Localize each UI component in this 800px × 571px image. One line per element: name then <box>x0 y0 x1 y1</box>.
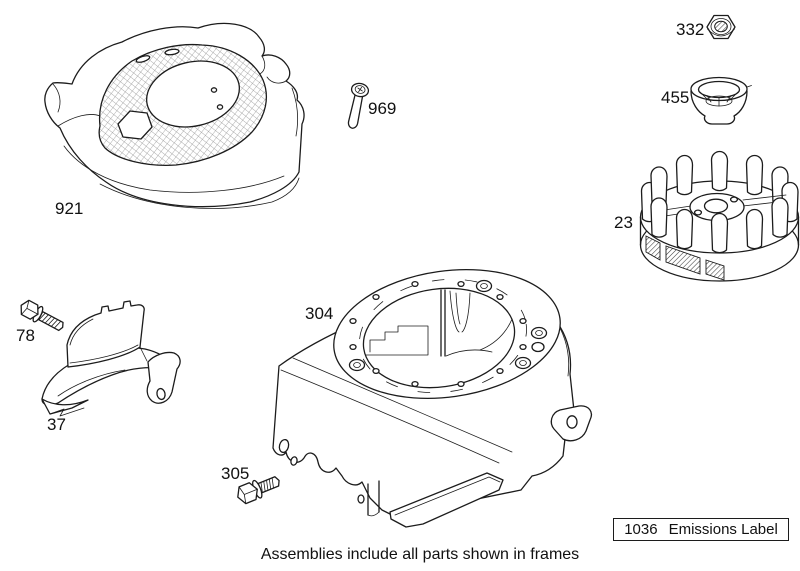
cover-oval-opening <box>145 60 241 128</box>
emissions-label-number: 1036 <box>624 521 658 538</box>
part-label-bolt-305: 305 <box>221 464 249 483</box>
part-blower-housing-illustration: 304 <box>272 268 593 528</box>
part-label-housing: 304 <box>305 304 333 323</box>
flywheel-magnet-patch <box>645 235 661 261</box>
part-engine-cover-illustration: 921 <box>44 22 305 218</box>
flywheel-magnet-patch <box>665 245 701 275</box>
part-label-guard: 37 <box>47 415 66 434</box>
part-label-bolt-78: 78 <box>16 326 35 345</box>
part-label-screw: 969 <box>368 99 396 118</box>
flywheel-magnet-patch <box>705 259 725 281</box>
flange-bosses <box>348 279 548 372</box>
part-flywheel-illustration: 23 <box>614 150 800 282</box>
flywheel-fins-front <box>650 197 789 254</box>
part-bolt-305-illustration <box>237 476 280 505</box>
part-guard-illustration: 37 <box>41 300 181 434</box>
emissions-label-text: Emissions Label <box>668 521 778 538</box>
part-label-nut: 332 <box>676 20 704 39</box>
housing-opening-interior <box>365 289 517 357</box>
housing-opening <box>362 287 516 389</box>
diagram-caption: Assemblies include all parts shown in fr… <box>260 546 580 563</box>
part-label-flywheel: 23 <box>614 213 633 232</box>
cover-hex-opening <box>117 110 153 140</box>
part-label-starter-cup: 455 <box>661 88 689 107</box>
emissions-label-box: 1036 Emissions Label <box>613 518 789 541</box>
part-bolt-78-illustration <box>20 299 64 332</box>
part-starter-cup-illustration <box>690 76 752 125</box>
part-screw-illustration <box>347 82 370 129</box>
flange-bolt-holes <box>349 280 527 388</box>
part-nut-illustration <box>706 14 736 40</box>
part-label-engine-cover: 921 <box>55 199 83 218</box>
flywheel-fins-back <box>640 150 799 223</box>
